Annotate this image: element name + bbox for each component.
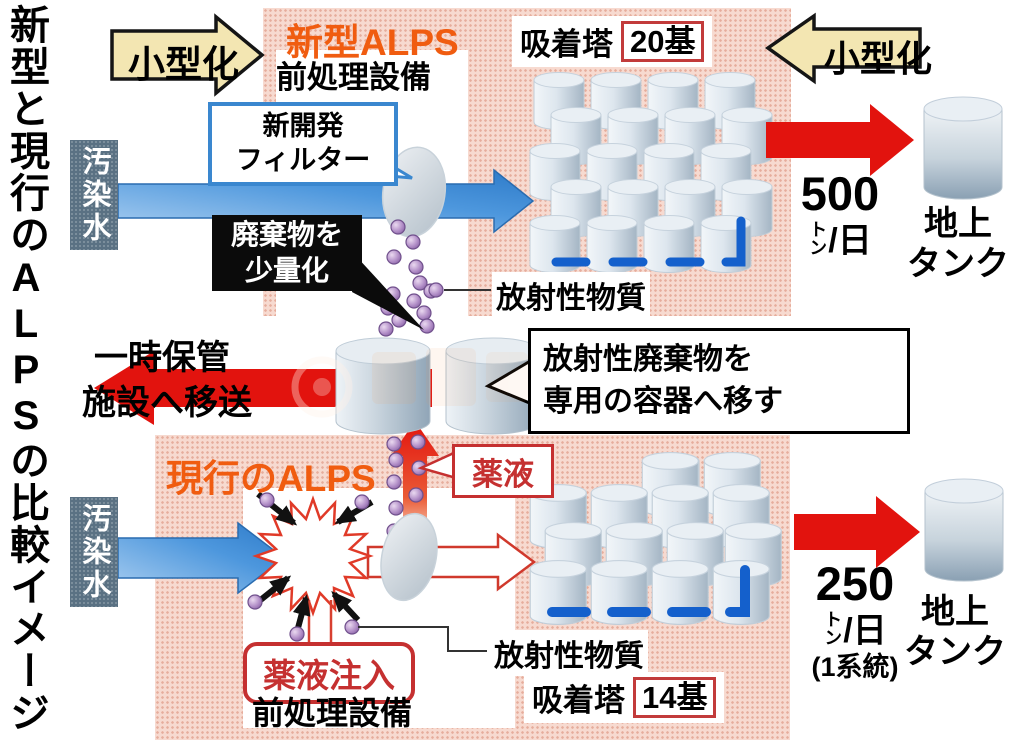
diagram-title: 新型と現行のALPSの比較イメージ (4, 4, 48, 734)
contaminated-water-label-bottom: 汚染水 (70, 497, 118, 607)
filter-callout-line1: 新開発 (262, 111, 344, 142)
watermark (291, 348, 528, 418)
adsorption-tower-text: 吸着塔 (532, 683, 625, 718)
radioactive-material-label-bottom: 放射性物質 (490, 630, 648, 676)
waste-container-left (335, 337, 431, 435)
container-note-tail (484, 357, 534, 407)
throughput-new-value: 500 (800, 167, 880, 220)
current-alps-pretreatment-label: 前処理設備 (252, 695, 413, 731)
contaminated-water-label-top: 汚染水 (70, 140, 118, 250)
throughput-current-value: 250 (815, 557, 895, 610)
new-alps-title: 新型ALPS (286, 22, 459, 63)
ground-tank-label-current: 地上 タンク (904, 593, 1006, 672)
throughput-current: 250 トン /日 (1系統) (795, 560, 915, 683)
ton-unit: トン (822, 610, 843, 646)
container-note-line1: 放射性廃棄物を (543, 343, 753, 376)
chemical-injection-callout: 薬液注入 (243, 642, 415, 704)
transfer-line2: 施設へ移送 (82, 383, 252, 422)
new-alps-pretreatment-label: 前処理設備 (276, 60, 431, 95)
new-filter-callout: 新開発 フィルター (208, 102, 398, 186)
throughput-new: 500 トン /日 (780, 170, 900, 258)
adsorption-tower-label-new: 吸着塔 20基 (512, 16, 713, 67)
waste-callout-line1: 廃棄物を (230, 218, 343, 250)
miniaturization-label-right: 小型化 (824, 38, 933, 79)
tower-count-current: 14基 (633, 676, 717, 719)
waste-reduction-callout: 廃棄物を 少量化 (212, 215, 362, 291)
container-note: 放射性廃棄物を 専用の容器へ移す (528, 328, 910, 434)
throughput-current-note: (1系統) (811, 652, 899, 682)
filter-callout-line2: フィルター (235, 145, 371, 175)
ground-tank-label-new: 地上 タンク (907, 205, 1009, 284)
container-note-line2: 専用の容器へ移す (543, 385, 783, 418)
ground-tank-current (924, 478, 1004, 582)
adsorption-tower-label-current: 吸着塔 14基 (524, 672, 725, 723)
waste-container-right (445, 337, 541, 435)
waste-callout-line2: 少量化 (244, 255, 329, 286)
ground-tank-new (923, 96, 1003, 200)
current-alps-title: 現行のALPS (166, 458, 376, 499)
ton-unit: トン (807, 220, 828, 256)
radioactive-material-label-top: 放射性物質 (492, 272, 650, 318)
miniaturization-label-left: 小型化 (128, 44, 239, 85)
tower-count-new: 20基 (621, 20, 705, 63)
transfer-label: 一時保管 施設へ移送 (82, 336, 252, 426)
per-day-unit: /日 (843, 612, 887, 650)
per-day-unit: /日 (828, 222, 872, 260)
chemical-callout: 薬液 (452, 444, 554, 498)
transfer-line1: 一時保管 (94, 339, 230, 377)
adsorption-tower-text: 吸着塔 (520, 27, 613, 62)
